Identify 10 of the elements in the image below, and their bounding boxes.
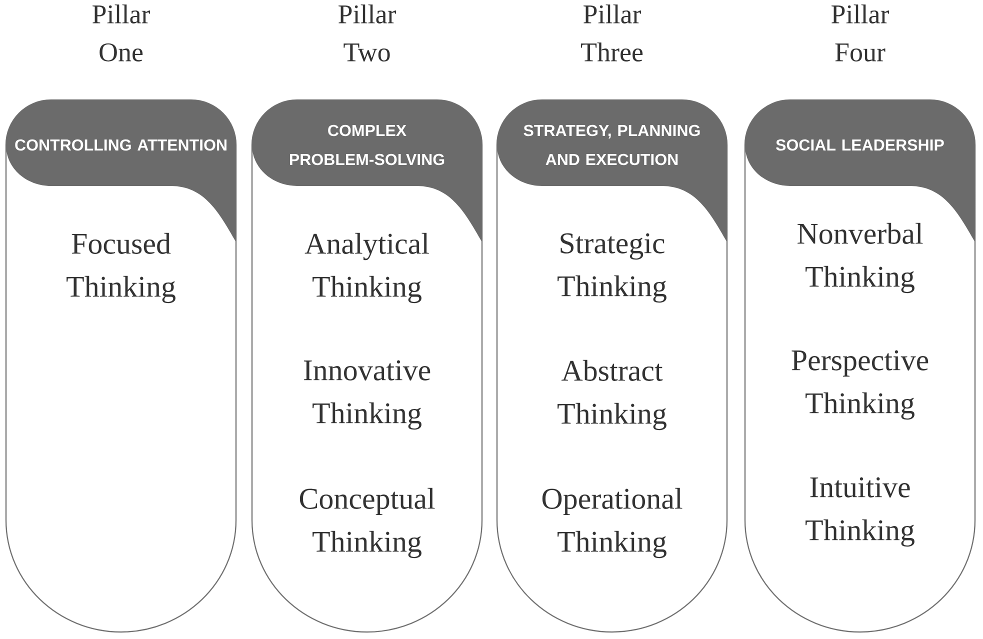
pillar-title: Pillar Four bbox=[832, 4, 890, 62]
thinking-label: Intuitive Thinking bbox=[806, 477, 914, 547]
pillar-title: Pillar Two bbox=[338, 4, 396, 62]
pillar-title: Pillar One bbox=[92, 4, 150, 62]
thinking-label: Perspective Thinking bbox=[792, 350, 928, 420]
pillar-title: Pillar Three bbox=[581, 4, 643, 62]
thinking-label: Conceptual Thinking bbox=[300, 488, 435, 558]
thinking-label: Innovative Thinking bbox=[304, 360, 430, 430]
thinking-label: Abstract Thinking bbox=[558, 360, 666, 430]
thinking-label: Operational Thinking bbox=[542, 488, 682, 558]
